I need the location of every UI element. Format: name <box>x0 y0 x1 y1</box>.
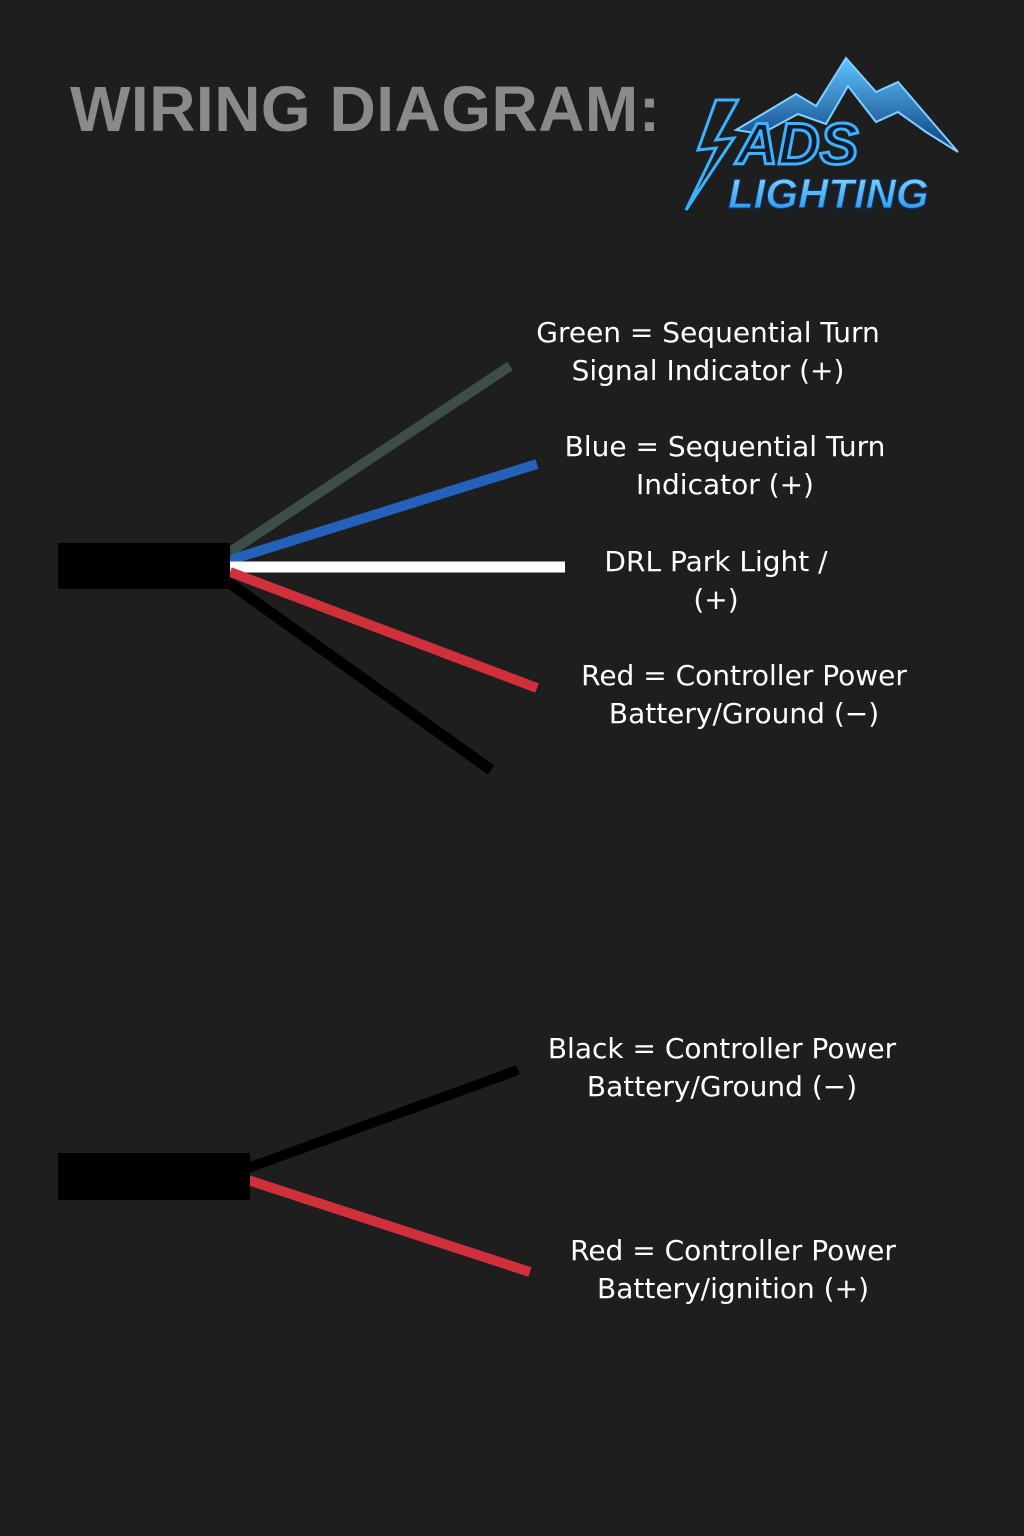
logo-text-ads: ADS <box>734 112 859 177</box>
wire-red <box>228 567 539 693</box>
lightning-bolt-icon <box>684 98 741 211</box>
label-line: DRL Park Light / <box>604 545 828 578</box>
wire-blue <box>228 459 539 565</box>
label-blue-wire: Blue = Sequential Turn Indicator (+) <box>565 428 886 504</box>
connector-2-housing <box>58 1153 250 1200</box>
label-power-red-wire: Red = Controller Power Battery/ignition … <box>570 1232 896 1308</box>
mountain-icon <box>733 56 959 153</box>
page-title: WIRING DIAGRAM: <box>70 73 661 145</box>
label-line: Battery/Ground (−) <box>586 1070 858 1103</box>
ads-lighting-logo: ADS LIGHTING <box>684 56 959 218</box>
label-line: Blue = Sequential Turn <box>564 430 886 463</box>
label-power-black-wire: Black = Controller Power Battery/Ground … <box>548 1030 896 1106</box>
wire-black <box>224 577 495 775</box>
label-line: Black = Controller Power <box>547 1032 897 1065</box>
label-line: Battery/Ground (−) <box>608 697 880 730</box>
label-red-wire: Red = Controller Power Battery/Ground (−… <box>581 657 907 733</box>
label-white-wire: DRL Park Light / (+) <box>604 543 827 619</box>
label-line: Battery/ignition (+) <box>597 1272 869 1305</box>
label-green-wire: Green = Sequential Turn Signal Indicator… <box>536 314 880 390</box>
label-line: Green = Sequential Turn <box>536 316 880 349</box>
label-line: Indicator (+) <box>636 468 814 501</box>
label-line: Signal Indicator (+) <box>571 354 845 387</box>
connector-1-housing <box>58 543 230 589</box>
label-line: Red = Controller Power <box>581 659 907 692</box>
label-line: (+) <box>693 583 739 616</box>
wire-red <box>246 1175 532 1277</box>
label-line: Red = Controller Power <box>570 1234 896 1267</box>
wire-green <box>227 361 513 557</box>
logo-text-lighting: LIGHTING <box>728 170 929 217</box>
wire-black <box>246 1065 520 1173</box>
